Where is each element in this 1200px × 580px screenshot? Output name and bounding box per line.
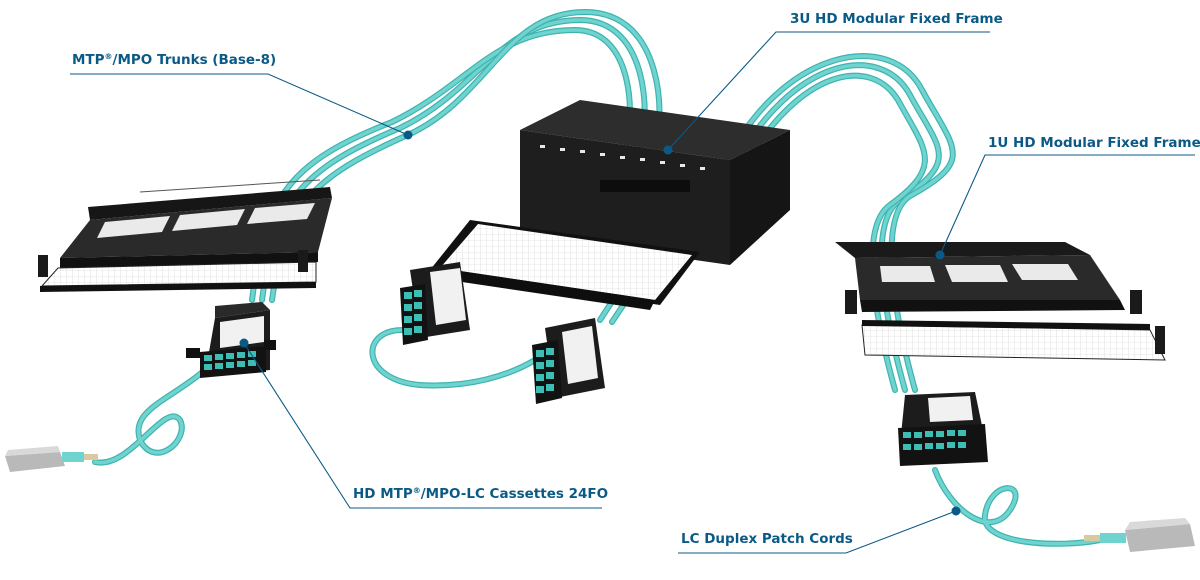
patch-cord-left: [92, 367, 208, 466]
label-cassettes-part1: HD MTP: [353, 486, 413, 502]
patch-cord-right: [932, 467, 1103, 547]
callout-line-1u-frame: [935, 154, 1195, 260]
label-trunks-part1: MTP: [72, 52, 105, 68]
label-trunks-registered: ®: [104, 52, 113, 61]
left-1u-frame: [38, 179, 332, 292]
label-trunks: MTP®/MPO Trunks (Base-8): [72, 52, 276, 68]
right-1u-frame: [835, 242, 1166, 361]
label-1u-frame: 1U HD Modular Fixed Frame: [988, 135, 1200, 151]
callout-line-trunks: [70, 73, 413, 140]
label-patch-cords: LC Duplex Patch Cords: [681, 531, 853, 547]
label-cassettes: HD MTP®/MPO-LC Cassettes 24FO: [353, 486, 608, 502]
right-transceiver: [1084, 518, 1195, 552]
label-cassettes-part2: /MPO-LC Cassettes 24FO: [420, 486, 609, 502]
label-trunks-part2: /MPO Trunks (Base-8): [112, 52, 277, 68]
patch-loop-center: [369, 327, 538, 389]
left-cassette: [186, 302, 276, 378]
callout-line-patch-cords: [678, 506, 961, 554]
callout-line-cassettes: [239, 338, 602, 509]
left-transceiver: [5, 446, 98, 472]
label-3u-frame: 3U HD Modular Fixed Frame: [790, 11, 1003, 27]
center-cassette-a: [400, 262, 470, 345]
callout-line-3u-frame: [663, 31, 990, 155]
center-cassette-b: [532, 318, 605, 404]
center-3u-frame: [430, 100, 790, 310]
right-cassette: [898, 392, 988, 466]
label-cassettes-registered: ®: [412, 486, 421, 495]
